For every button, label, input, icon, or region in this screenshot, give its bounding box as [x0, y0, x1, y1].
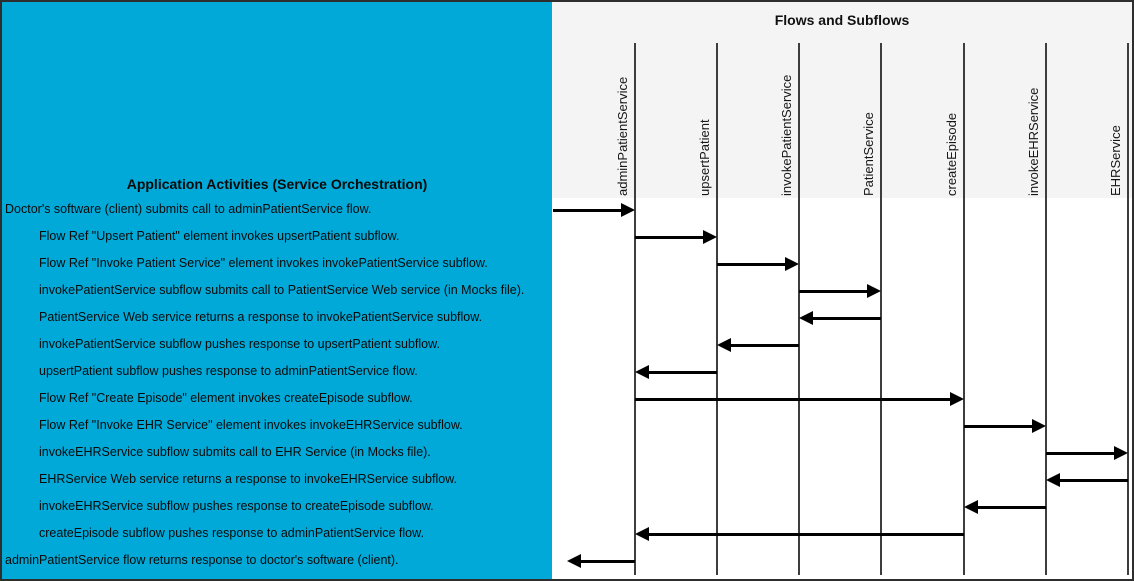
- arrow-client-to-adminPatientService: [553, 203, 635, 217]
- application-activities-title: Application Activities (Service Orchestr…: [126, 176, 428, 192]
- lifeline-label-adminPatientService: adminPatientService: [615, 76, 630, 196]
- arrow-head-icon: [964, 500, 978, 514]
- activity-row: invokePatientService subflow submits cal…: [39, 283, 525, 297]
- activity-row: PatientService Web service returns a res…: [39, 310, 483, 324]
- activity-row: EHRService Web service returns a respons…: [39, 472, 457, 486]
- lifeline-EHRService: [1127, 43, 1129, 575]
- arrow-adminPatientService-to-client: [567, 554, 635, 568]
- activity-row: invokePatientService subflow pushes resp…: [39, 337, 440, 351]
- arrow-PatientService-to-invokePatientService: [799, 311, 881, 325]
- arrow-head-icon: [799, 311, 813, 325]
- arrow-invokeEHRService-to-EHRService: [1046, 446, 1128, 460]
- arrow-head-icon: [1114, 446, 1128, 460]
- arrow-invokePatientService-to-PatientService: [799, 284, 881, 298]
- arrow-head-icon: [1046, 473, 1060, 487]
- arrow-shaft: [728, 343, 799, 347]
- application-activities-panel: [2, 2, 552, 579]
- arrow-head-icon: [635, 365, 649, 379]
- arrow-shaft: [646, 370, 717, 374]
- activity-row: invokeEHRService subflow submits call to…: [39, 445, 431, 459]
- lifeline-invokePatientService: [798, 43, 800, 575]
- arrow-EHRService-to-invokeEHRService: [1046, 473, 1128, 487]
- arrow-head-icon: [621, 203, 635, 217]
- arrow-shaft: [578, 559, 635, 563]
- arrow-shaft: [1057, 478, 1128, 482]
- lifeline-label-invokeEHRService: invokeEHRService: [1026, 87, 1041, 196]
- arrow-shaft: [1046, 451, 1117, 455]
- arrow-head-icon: [717, 338, 731, 352]
- arrow-shaft: [646, 532, 964, 536]
- arrow-upsertPatient-to-adminPatientService: [635, 365, 717, 379]
- flows-header-band: [552, 2, 1132, 198]
- lifeline-label-upsertPatient: upsertPatient: [697, 119, 712, 196]
- arrow-createEpisode-to-adminPatientService: [635, 527, 964, 541]
- lifeline-upsertPatient: [716, 43, 718, 575]
- lifeline-invokeEHRService: [1045, 43, 1047, 575]
- activity-row: invokeEHRService subflow pushes response…: [39, 499, 434, 513]
- arrow-invokeEHRService-to-createEpisode: [964, 500, 1046, 514]
- lifeline-createEpisode: [963, 43, 965, 575]
- activity-row: Doctor's software (client) submits call …: [5, 202, 372, 216]
- lifeline-label-createEpisode: createEpisode: [944, 112, 959, 196]
- arrow-shaft: [635, 397, 953, 401]
- arrow-upsertPatient-to-invokePatientService: [717, 257, 799, 271]
- arrow-shaft: [553, 208, 624, 212]
- arrow-shaft: [810, 316, 881, 320]
- arrow-head-icon: [703, 230, 717, 244]
- arrow-head-icon: [567, 554, 581, 568]
- activity-row: Flow Ref "Upsert Patient" element invoke…: [39, 229, 400, 243]
- lifeline-label-EHRService: EHRService: [1108, 125, 1123, 196]
- arrow-shaft: [635, 235, 706, 239]
- activity-row: createEpisode subflow pushes response to…: [39, 526, 424, 540]
- flows-subflows-title: Flows and Subflows: [774, 12, 910, 28]
- lifeline-PatientService: [880, 43, 882, 575]
- arrow-head-icon: [635, 527, 649, 541]
- activity-row: Flow Ref "Invoke EHR Service" element in…: [39, 418, 463, 432]
- lifeline-label-invokePatientService: invokePatientService: [779, 74, 794, 196]
- arrow-adminPatientService-to-createEpisode: [635, 392, 964, 406]
- activity-row: Flow Ref "Invoke Patient Service" elemen…: [39, 256, 488, 270]
- arrow-head-icon: [950, 392, 964, 406]
- arrow-head-icon: [867, 284, 881, 298]
- activity-rows: Doctor's software (client) submits call …: [2, 196, 552, 574]
- arrow-shaft: [975, 505, 1046, 509]
- activity-row: upsertPatient subflow pushes response to…: [39, 364, 418, 378]
- arrow-createEpisode-to-invokeEHRService: [964, 419, 1046, 433]
- arrow-shaft: [717, 262, 788, 266]
- arrow-head-icon: [1032, 419, 1046, 433]
- arrow-adminPatientService-to-upsertPatient: [635, 230, 717, 244]
- lifeline-label-PatientService: PatientService: [861, 112, 876, 196]
- arrow-head-icon: [785, 257, 799, 271]
- arrow-shaft: [799, 289, 870, 293]
- arrow-shaft: [964, 424, 1035, 428]
- arrow-invokePatientService-to-upsertPatient: [717, 338, 799, 352]
- lifeline-adminPatientService: [634, 43, 636, 575]
- activity-row: Flow Ref "Create Episode" element invoke…: [39, 391, 413, 405]
- activity-row: adminPatientService flow returns respons…: [5, 553, 399, 567]
